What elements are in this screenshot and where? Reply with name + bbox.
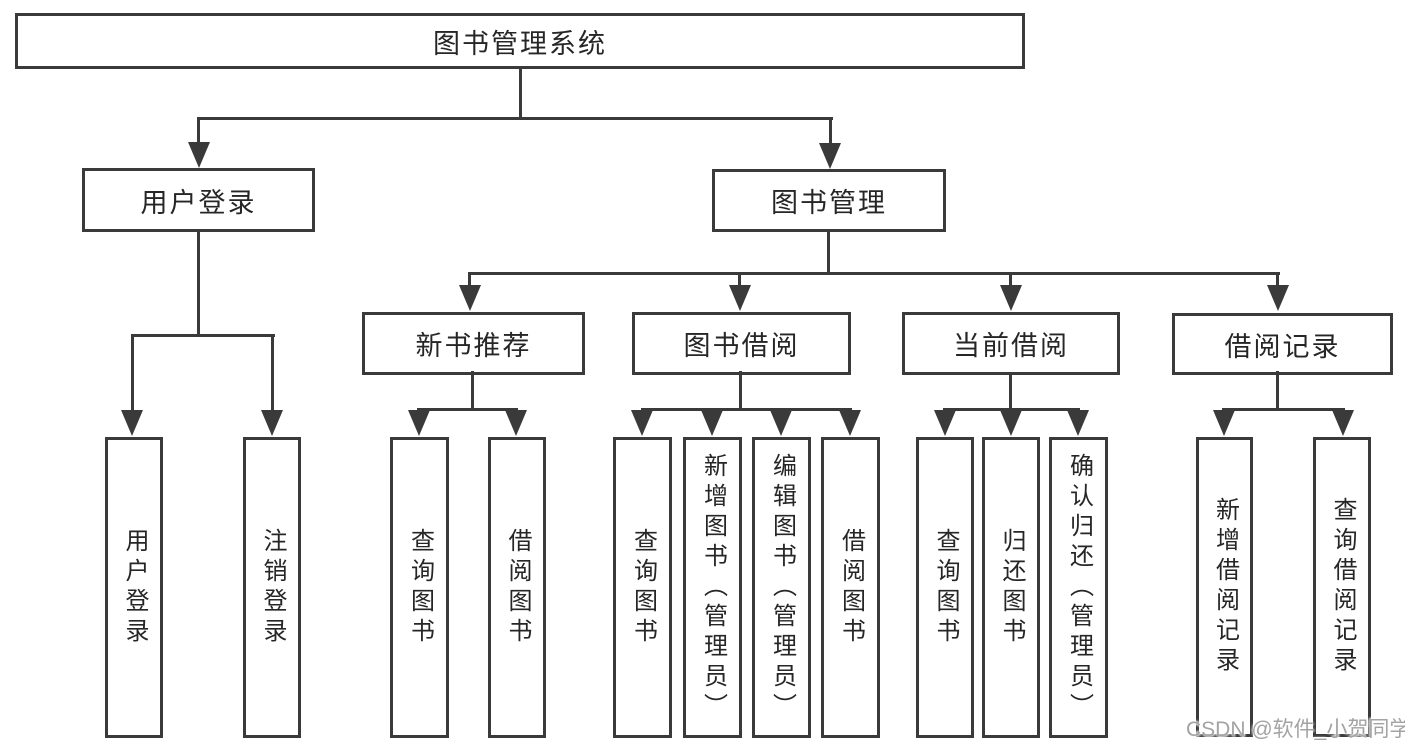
connector-line — [271, 334, 274, 412]
connector-arrow — [459, 285, 481, 311]
connector-arrow — [121, 410, 143, 436]
connector-line — [131, 334, 275, 337]
connector-arrow — [505, 410, 527, 436]
connector-line — [468, 272, 1280, 275]
node-book-borrow: 图书借阅 — [632, 312, 851, 375]
connector-line — [827, 230, 830, 275]
node-book-management: 图书管理 — [712, 169, 946, 232]
connector-line — [943, 408, 1080, 411]
connector-arrow — [631, 410, 653, 436]
connector-arrow — [1000, 285, 1022, 311]
connector-line — [1222, 408, 1345, 411]
leaf-confirm-return-admin: 确认归还（管理员） — [1049, 437, 1108, 738]
connector-line — [739, 371, 742, 411]
connector-line — [1276, 371, 1279, 411]
connector-arrow — [1332, 410, 1354, 436]
connector-line — [197, 117, 833, 120]
connector-line — [471, 371, 474, 411]
connector-line — [738, 272, 741, 288]
connector-arrow — [701, 410, 723, 436]
connector-line — [417, 408, 518, 411]
leaf-add-books-admin: 新增图书（管理员） — [683, 437, 742, 738]
connector-arrow — [1000, 410, 1022, 436]
csdn-watermark: CSDN @软件_小贺同学 — [1186, 718, 1405, 741]
connector-arrow — [729, 285, 751, 311]
connector-arrow — [1267, 285, 1289, 311]
leaf-add-borrow-record: 新增借阅记录 — [1196, 437, 1253, 737]
connector-line — [519, 68, 522, 120]
leaf-query-books-borrow: 查询图书 — [613, 437, 672, 738]
connector-arrow — [819, 143, 841, 169]
leaf-borrow-books-recommend: 借阅图书 — [488, 437, 546, 738]
leaf-query-borrow-record: 查询借阅记录 — [1313, 437, 1371, 737]
connector-line — [1276, 272, 1279, 288]
connector-line — [641, 408, 852, 411]
connector-arrow — [261, 410, 283, 436]
connector-arrow — [1067, 410, 1089, 436]
leaf-borrow-books: 借阅图书 — [821, 437, 880, 738]
connector-line — [468, 272, 471, 288]
leaf-edit-books-admin: 编辑图书（管理员） — [752, 437, 811, 738]
connector-line — [197, 229, 200, 337]
connector-arrow — [1213, 410, 1235, 436]
node-borrow-records: 借阅记录 — [1172, 313, 1393, 375]
connector-line — [197, 117, 200, 145]
leaf-user-login: 用户登录 — [105, 437, 163, 738]
connector-line — [829, 117, 832, 146]
connector-line — [1009, 272, 1012, 288]
node-current-borrow: 当前借阅 — [902, 312, 1120, 375]
node-library-system: 图书管理系统 — [15, 13, 1025, 69]
connector-line — [131, 334, 134, 412]
connector-arrow — [839, 410, 861, 436]
leaf-logout: 注销登录 — [243, 437, 301, 738]
connector-arrow — [770, 410, 792, 436]
connector-arrow — [934, 410, 956, 436]
leaf-return-books: 归还图书 — [982, 437, 1040, 738]
leaf-query-books-current: 查询图书 — [916, 437, 974, 738]
connector-line — [1009, 372, 1012, 411]
leaf-query-books-recommend: 查询图书 — [390, 437, 449, 738]
node-new-book-recommend: 新书推荐 — [362, 312, 585, 375]
connector-arrow — [188, 142, 210, 168]
connector-arrow — [408, 410, 430, 436]
node-user-login: 用户登录 — [82, 168, 315, 232]
